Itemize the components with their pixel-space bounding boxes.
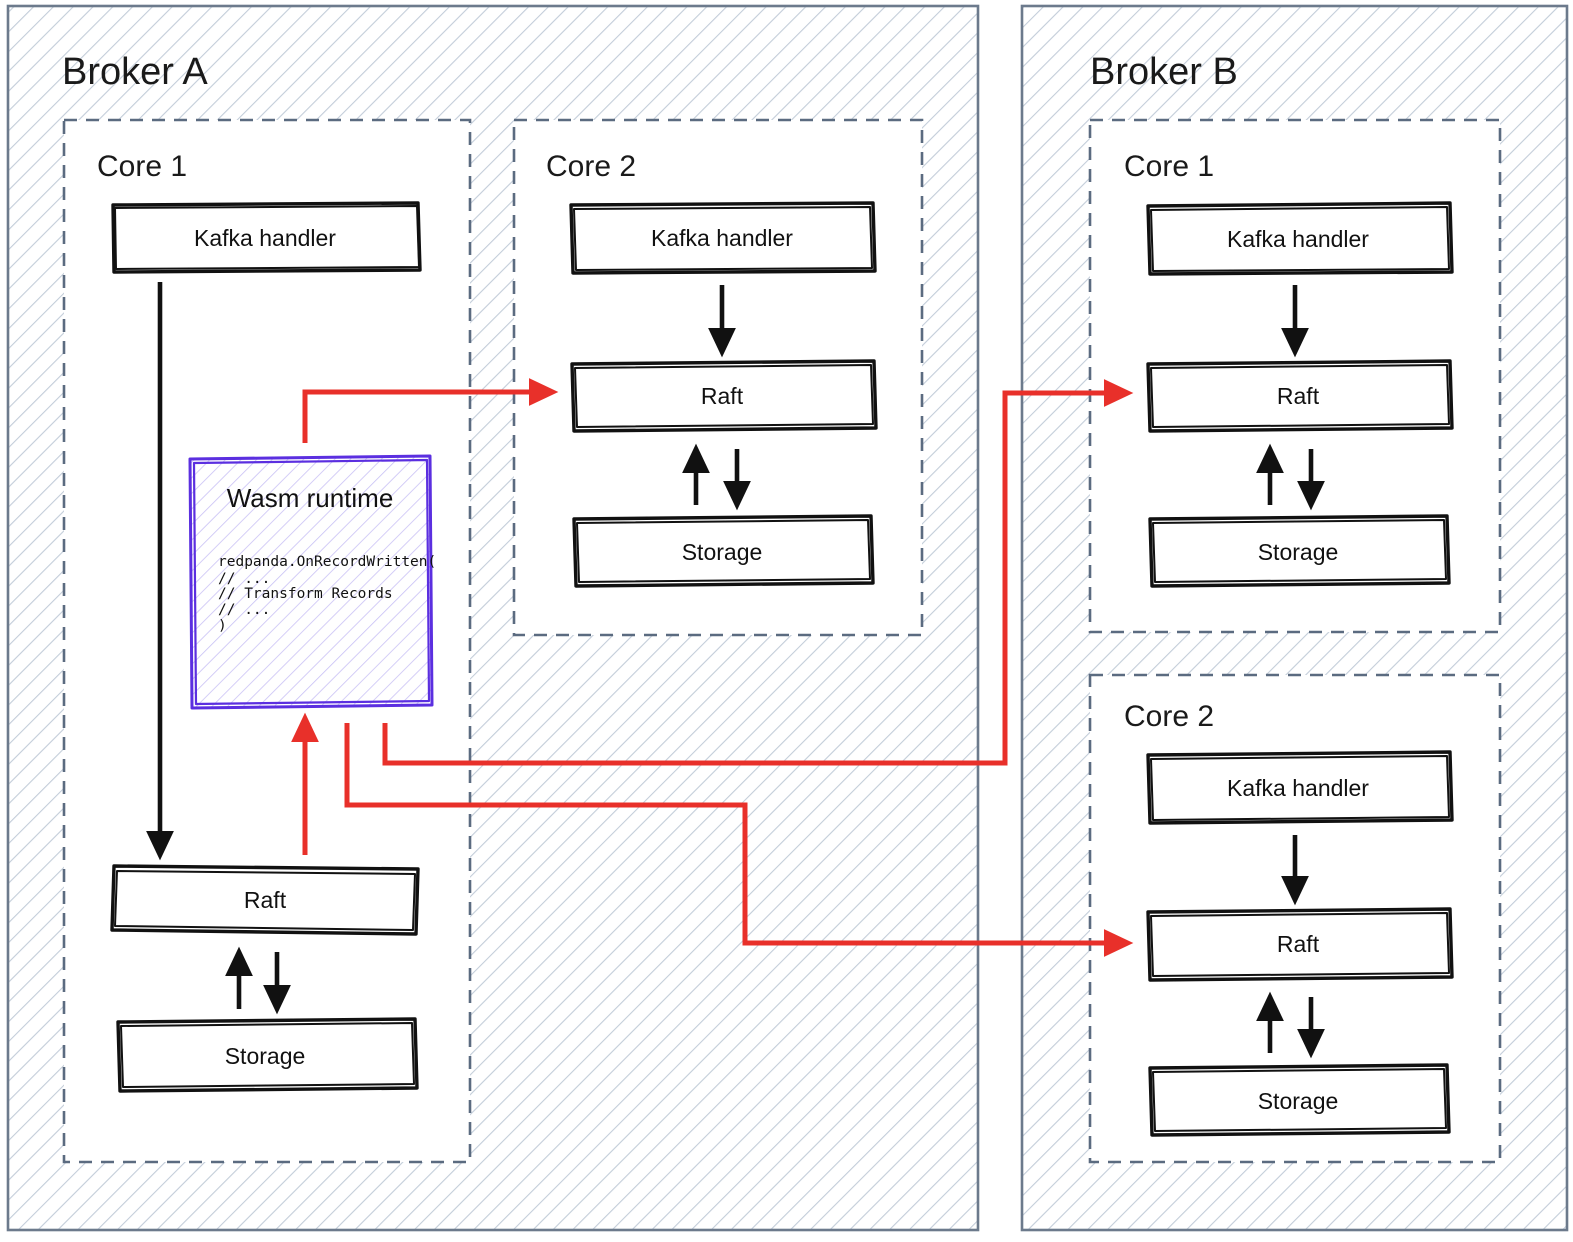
broker-a-core-1-wasm-runtime[interactable]: Wasm runtime redpanda.OnRecordWritten( /…: [188, 454, 436, 710]
broker-b-title: Broker B: [1090, 51, 1238, 93]
broker-b-core-2-storage[interactable]: Storage: [1148, 1063, 1451, 1137]
broker-a-core-1-raft[interactable]: Raft: [110, 864, 420, 936]
broker-a-core-1-kafka-handler[interactable]: Kafka handler: [111, 201, 422, 274]
broker-a-core-1-storage-label: Storage: [225, 1043, 306, 1069]
wasm-code-line-2: // ...: [218, 571, 270, 587]
broker-a-core-2-storage[interactable]: Storage: [572, 514, 875, 588]
broker-b-core-1-storage[interactable]: Storage: [1148, 514, 1451, 588]
wasm-code-line-3: // Transform Records: [218, 586, 393, 602]
broker-b-core-1-raft[interactable]: Raft: [1146, 359, 1454, 433]
broker-b-core-1-title: Core 1: [1124, 150, 1214, 183]
broker-b-core-2[interactable]: Core 2 Kafka handler Raft Storage: [1088, 673, 1502, 1164]
broker-b-core-1-raft-label: Raft: [1277, 383, 1320, 409]
broker-b-core-2-kafka-handler[interactable]: Kafka handler: [1146, 750, 1454, 825]
wasm-code-line-5: ): [218, 618, 227, 634]
broker-b-core-2-raft[interactable]: Raft: [1146, 907, 1454, 982]
broker-b-core-2-title: Core 2: [1124, 700, 1214, 733]
red-arrow-wasm-to-broker-b-core2-raft: [344, 723, 1134, 957]
broker-b-core-1-kafka-handler-label: Kafka handler: [1227, 226, 1369, 252]
wasm-code-line-4: // ...: [218, 602, 270, 618]
broker-a-core-2[interactable]: Core 2 Kafka handler Raft Storage: [512, 118, 924, 637]
red-arrow-wasm-to-broker-b-core1-raft: [382, 379, 1134, 766]
broker-a-core-1[interactable]: Core 1 Kafka handler Wasm runtime redpan…: [62, 118, 472, 1164]
red-arrow-wasm-to-core2-raft-a: [302, 378, 559, 443]
broker-b-core-1[interactable]: Core 1 Kafka handler Raft Storage: [1088, 118, 1502, 634]
broker-b-core-1-kafka-handler[interactable]: Kafka handler: [1146, 201, 1454, 276]
broker-a-core-2-kafka-handler[interactable]: Kafka handler: [569, 201, 877, 275]
broker-b-core-2-kafka-handler-label: Kafka handler: [1227, 775, 1369, 801]
broker-a-core-2-storage-label: Storage: [682, 539, 763, 565]
broker-b-core-2-storage-label: Storage: [1258, 1088, 1339, 1114]
broker-a-core-1-kafka-handler-label: Kafka handler: [194, 225, 336, 251]
broker-a-title: Broker A: [62, 51, 208, 93]
broker-a-core-2-kafka-handler-label: Kafka handler: [651, 225, 793, 251]
broker-a-core-1-storage[interactable]: Storage: [116, 1017, 419, 1093]
broker-b-core-2-raft-label: Raft: [1277, 931, 1320, 957]
wasm-runtime-title: Wasm runtime: [227, 483, 394, 513]
broker-b-core-1-storage-label: Storage: [1258, 539, 1339, 565]
wasm-code-line-1: redpanda.OnRecordWritten(: [218, 554, 436, 570]
broker-a-core-1-raft-label: Raft: [244, 887, 287, 913]
broker-a-core-1-title: Core 1: [97, 150, 187, 183]
broker-a-core-2-title: Core 2: [546, 150, 636, 183]
broker-a-core-2-raft-label: Raft: [701, 383, 744, 409]
broker-a-core-2-raft[interactable]: Raft: [570, 359, 878, 433]
